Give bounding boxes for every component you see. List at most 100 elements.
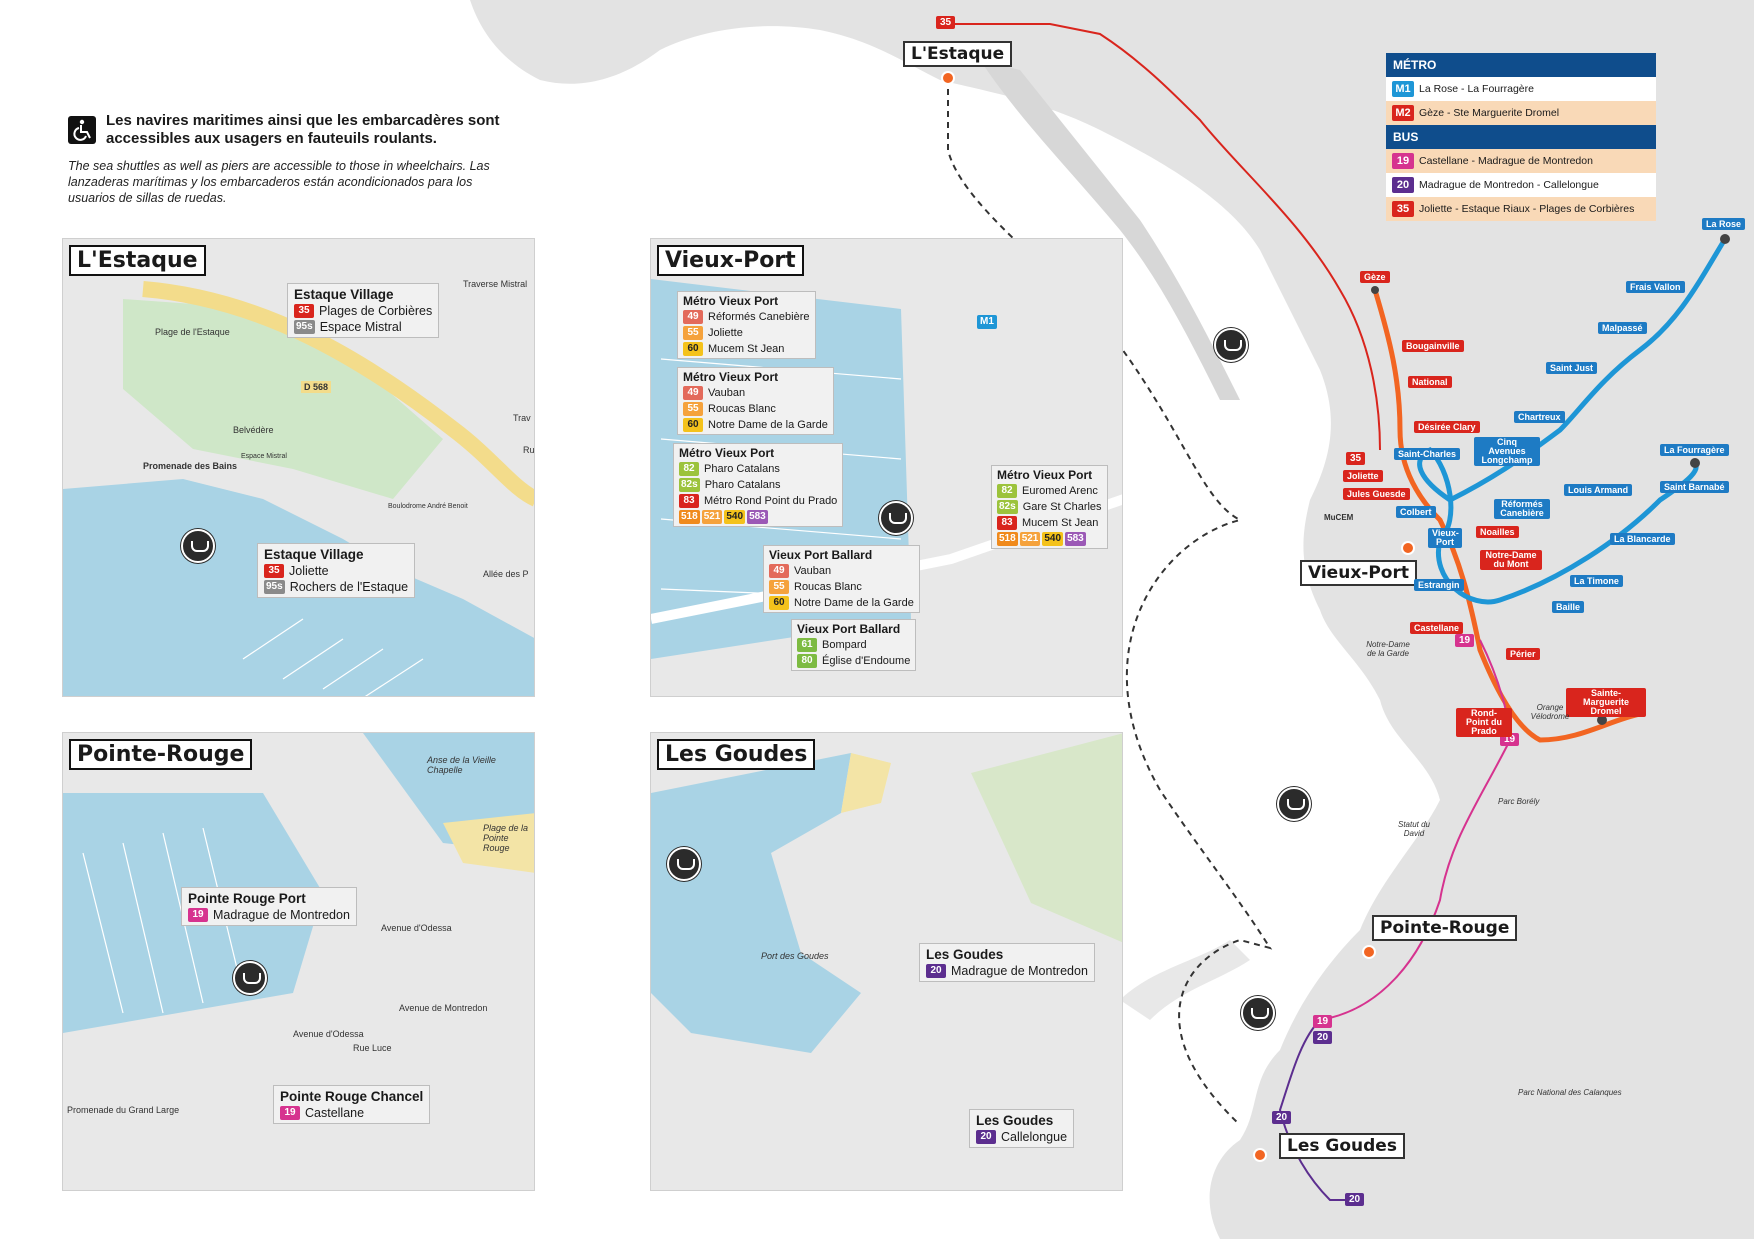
- station-estrangin: Estrangin: [1414, 579, 1464, 591]
- panel-title: Pointe-Rouge: [69, 739, 253, 770]
- station-bougainville: Bougainville: [1402, 340, 1464, 352]
- label-notre-dame-garde: Notre-Dame de la Garde: [1366, 640, 1410, 658]
- wheelchair-icon: [68, 116, 96, 144]
- station-reformes-canebiere: Réformés Canebière: [1494, 499, 1550, 519]
- label-velodrome: Orange Vélodrome: [1530, 703, 1570, 721]
- label-parc-borely: Parc Borély: [1498, 797, 1540, 806]
- map-label-pointerouge: Pointe-Rouge: [1372, 915, 1518, 941]
- label-plage: Plage de la Pointe Rouge: [483, 823, 529, 853]
- station-baille: Baille: [1552, 601, 1585, 613]
- label-anse: Anse de la Vieille Chapelle: [427, 755, 496, 775]
- label-traverse: Traverse Mistral: [463, 279, 528, 289]
- map-label-estaque: L'Estaque: [903, 41, 1013, 67]
- label-trav: Trav: [513, 413, 531, 423]
- panel-title: L'Estaque: [69, 245, 206, 276]
- station-national: National: [1408, 376, 1452, 388]
- label-calanques: Parc National des Calanques: [1518, 1088, 1622, 1097]
- badge-20-a: 20: [1313, 1031, 1333, 1044]
- label-odessa: Avenue d'Odessa: [381, 923, 452, 933]
- badge-19-south: 19: [1313, 1015, 1333, 1028]
- station-sainte-marguerite-dromel: Sainte-Marguerite Dromel: [1566, 688, 1646, 717]
- panel-title: Les Goudes: [657, 739, 816, 770]
- station-saint-barnabe: Saint Barnabé: [1660, 481, 1729, 493]
- road-d568: D 568: [301, 381, 332, 393]
- station-geze: Gèze: [1360, 271, 1390, 283]
- station-perier: Périer: [1506, 648, 1540, 660]
- ferry-icon: [181, 529, 215, 563]
- badge-20-c: 20: [1345, 1193, 1365, 1206]
- map-label-vieuxport: Vieux-Port: [1300, 560, 1417, 586]
- ferry-icon: [1214, 328, 1248, 362]
- label-statue-david: Statut du David: [1397, 820, 1431, 838]
- bus-header: BUS: [1386, 125, 1656, 149]
- label-allee: Allée des P: [483, 569, 529, 579]
- badge-19-castellane: 19: [1455, 634, 1475, 647]
- accessibility-french: Les navires maritimes ainsi que les emba…: [106, 112, 500, 147]
- accessibility-translations: The sea shuttles as well as piers are ac…: [68, 159, 490, 205]
- metro-m1-badge: M1: [977, 315, 997, 329]
- station-saint-just: Saint Just: [1546, 362, 1598, 374]
- label-espace-mistral: Espace Mistral: [241, 453, 287, 460]
- station-colbert: Colbert: [1396, 506, 1436, 518]
- station-rond-point-du-prado: Rond-Point du Prado: [1456, 708, 1512, 737]
- label-promenade: Promenade des Bains: [143, 461, 238, 471]
- station-frais-vallon: Frais Vallon: [1626, 281, 1685, 293]
- station-desiree-clary: Désirée Clary: [1414, 421, 1480, 433]
- label-port-goudes: Port des Goudes: [761, 951, 829, 961]
- ferry-icon: [233, 961, 267, 995]
- station-noailles: Noailles: [1476, 526, 1519, 538]
- label-rue-luce: Rue Luce: [353, 1043, 392, 1053]
- station-louis-armand: Louis Armand: [1564, 484, 1633, 496]
- station-la-rose: La Rose: [1702, 218, 1746, 230]
- ferry-icon: [879, 501, 913, 535]
- metro-header: MÉTRO: [1386, 53, 1656, 77]
- label-plage: Plage de l'Estaque: [155, 327, 230, 337]
- station-malpasse: Malpassé: [1598, 322, 1647, 334]
- station-vieux-port: Vieux-Port: [1428, 528, 1462, 548]
- badge-35-north: 35: [936, 16, 956, 29]
- station-jules-guesde: Jules Guesde: [1343, 488, 1410, 500]
- station-la-fourragere: La Fourragère: [1660, 444, 1729, 456]
- station-joliette: Joliette: [1343, 470, 1383, 482]
- station-la-timone: La Timone: [1570, 575, 1623, 587]
- station-notre-dame-du-mont: Notre-Dame du Mont: [1480, 550, 1542, 570]
- label-odessa-2: Avenue d'Odessa: [293, 1029, 364, 1039]
- station-cinq-avenues: Cinq Avenues Longchamp: [1474, 437, 1540, 466]
- station-castellane: Castellane: [1410, 622, 1464, 634]
- badge-20-b: 20: [1272, 1111, 1292, 1124]
- label-mucem: MuCEM: [1324, 513, 1354, 522]
- accessibility-note: Les navires maritimes ainsi que les emba…: [68, 112, 508, 206]
- station-saint-charles: Saint-Charles: [1394, 448, 1461, 460]
- ferry-icon: [1241, 996, 1275, 1030]
- panel-title: Vieux-Port: [657, 245, 804, 276]
- label-grand-large: Promenade du Grand Large: [67, 1105, 180, 1115]
- label-ru: Ru: [523, 445, 535, 455]
- ferry-icon: [1277, 787, 1311, 821]
- ferry-icon: [667, 847, 701, 881]
- label-boulodrome: Boulodrome André Benoit: [388, 503, 468, 510]
- badge-35-joliette: 35: [1346, 452, 1366, 465]
- map-label-goudes: Les Goudes: [1279, 1133, 1405, 1159]
